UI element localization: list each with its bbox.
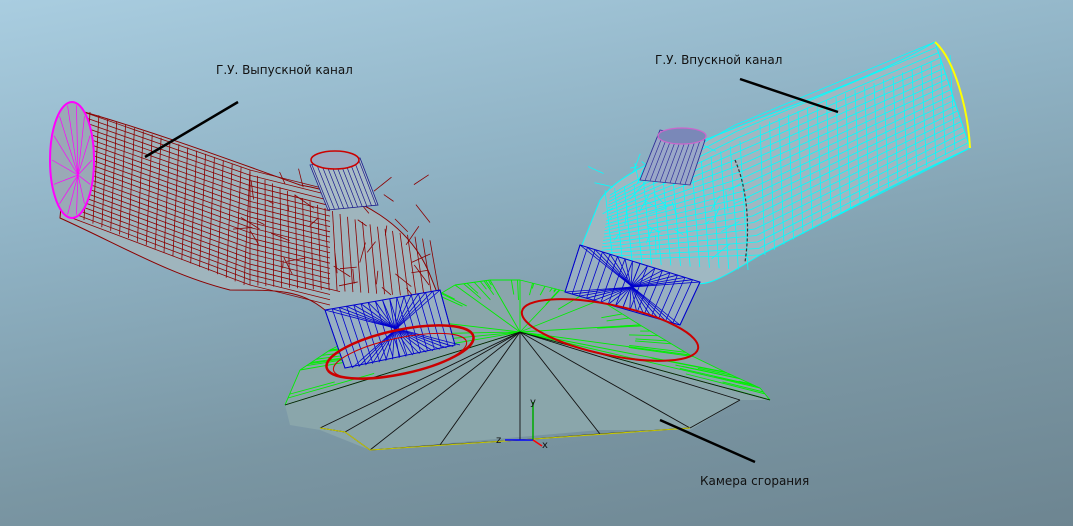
intake-port-mesh xyxy=(580,42,970,284)
exhaust-inlet-face xyxy=(50,102,94,218)
combustion-chamber-label: Камера сгорания xyxy=(700,474,809,488)
chamber-leader-line xyxy=(660,420,755,462)
mesh-edge xyxy=(384,195,394,202)
axis-x-label: x xyxy=(542,440,548,451)
intake-port-label: Г.У. Впускной канал xyxy=(655,53,782,67)
mesh-edge xyxy=(416,205,430,223)
mesh-edge xyxy=(588,167,603,174)
exhaust-port-label: Г.У. Выпускной канал xyxy=(216,63,353,77)
axis-z-label: z xyxy=(496,435,501,446)
axis-y-label: y xyxy=(530,397,536,408)
mesh-edge xyxy=(414,175,429,185)
mesh-edge xyxy=(283,260,284,268)
mesh-edge xyxy=(374,177,392,191)
mesh-edge xyxy=(655,235,656,255)
exhaust-port-mesh xyxy=(50,102,440,314)
mesh-edge xyxy=(630,166,638,168)
mesh-edge xyxy=(288,205,289,211)
mesh-edge xyxy=(595,183,613,187)
